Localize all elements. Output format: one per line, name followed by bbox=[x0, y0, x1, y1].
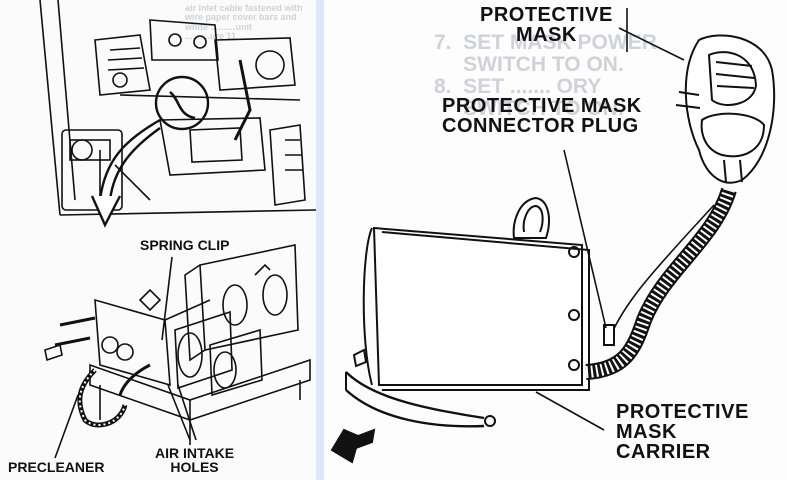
vehicle-interior-drawing bbox=[39, 0, 316, 216]
left-illustration bbox=[39, 0, 316, 459]
mask-carrier-drawing bbox=[345, 196, 590, 428]
pointing-hand-icon bbox=[330, 428, 376, 464]
panel-divider bbox=[316, 0, 324, 480]
corrugated-hose-drawing bbox=[585, 187, 737, 380]
spring-clip-label: SPRING CLIP bbox=[140, 237, 230, 253]
protective-mask-connector-plug-label: PROTECTIVE MASK CONNECTOR PLUG bbox=[442, 95, 642, 137]
protective-mask-carrier-label: PROTECTIVE MASK CARRIER bbox=[616, 401, 749, 463]
protective-mask-drawing bbox=[675, 34, 776, 184]
left-leader-lines bbox=[54, 256, 197, 459]
precleaner-label: PRECLEANER bbox=[8, 459, 105, 475]
protective-mask-label: PROTECTIVE MASK bbox=[480, 4, 613, 46]
air-intake-holes-label: AIR INTAKE HOLES bbox=[155, 445, 235, 475]
right-leader-lines bbox=[535, 8, 685, 431]
detail-circle bbox=[154, 75, 210, 131]
right-illustration bbox=[330, 8, 776, 464]
bleed-through-text-left: air inlet cable fastened with wire paper… bbox=[185, 3, 303, 42]
air-purifier-assembly bbox=[44, 244, 311, 445]
right-panel: 7. SET MASK POWER SWITCH TO ON. 8. SET .… bbox=[324, 0, 787, 480]
detail-callout-arrow bbox=[90, 118, 161, 228]
left-panel: air inlet cable fastened with wire paper… bbox=[0, 0, 316, 480]
bleed-through-text-right: 7. SET MASK POWER SWITCH TO ON. 8. SET .… bbox=[434, 31, 657, 121]
